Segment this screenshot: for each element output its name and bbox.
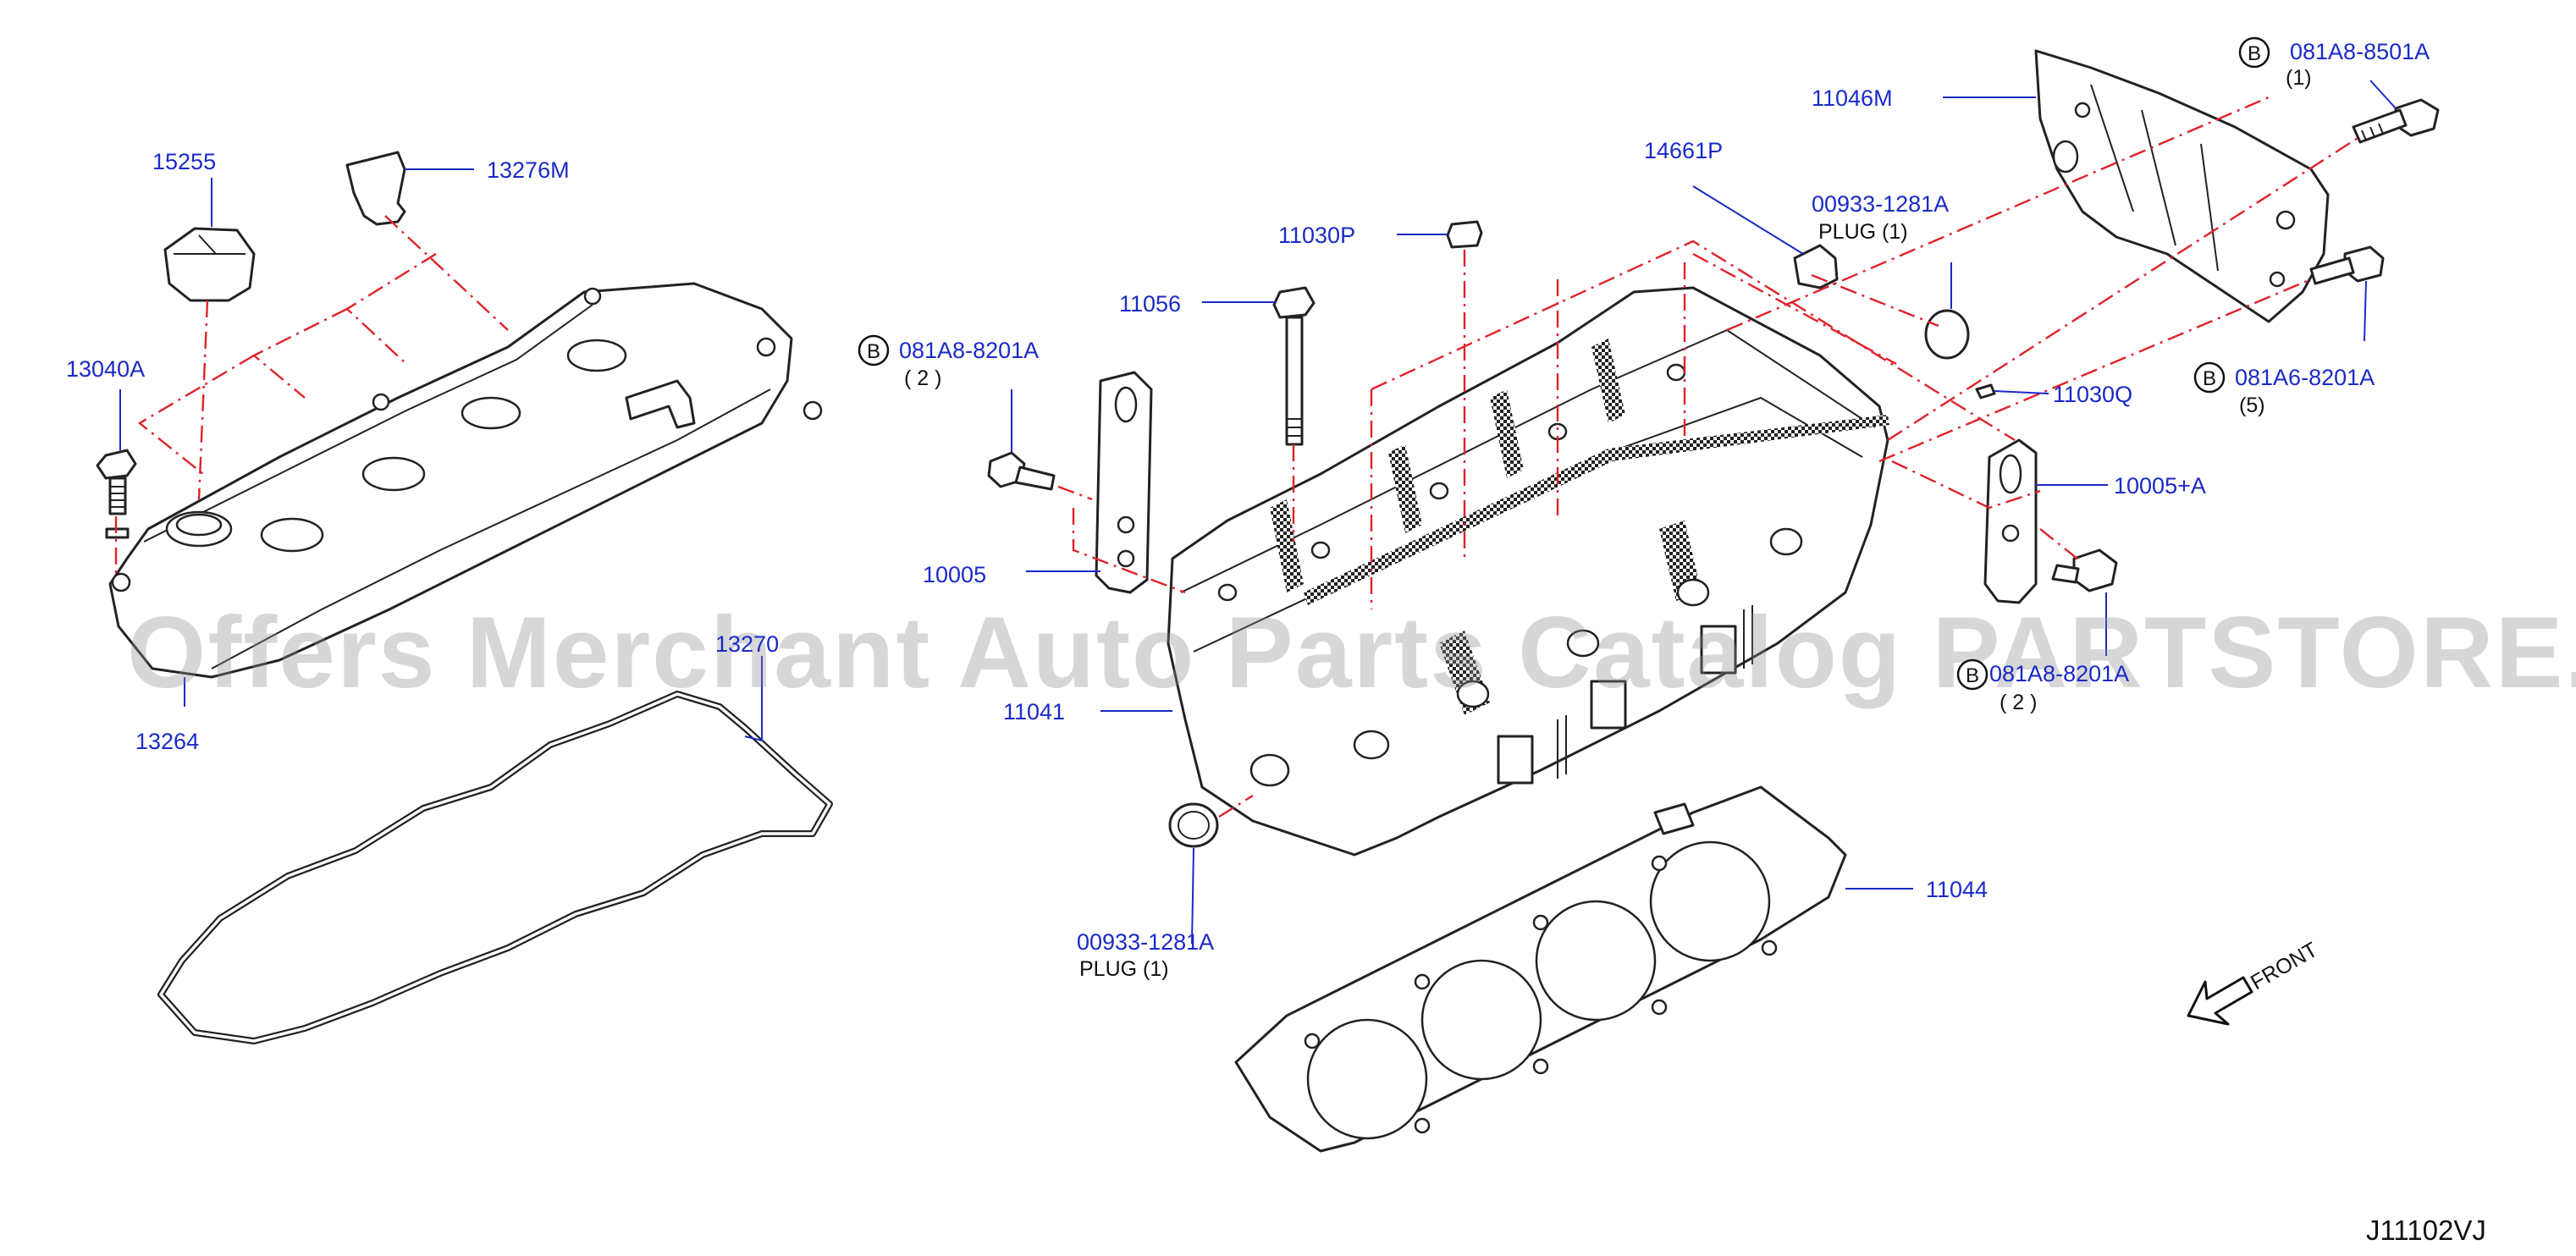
callout-15255[interactable]: 15255 bbox=[152, 149, 216, 174]
hook-bolt-front bbox=[987, 451, 1056, 491]
bracket-bolt-long bbox=[2352, 98, 2440, 144]
pcv-grommet bbox=[345, 151, 406, 226]
rocker-cover-bolt bbox=[96, 449, 137, 539]
note-qty-2-left: ( 2 ) bbox=[904, 366, 941, 390]
bolt-marker-081A8-8201A-left: B bbox=[858, 334, 890, 366]
callout-14661P[interactable]: 14661P bbox=[1644, 138, 1723, 163]
notes: PLUG (1) PLUG (1) (1) ( 2 ) (5) ( 2 ) bbox=[904, 66, 2312, 981]
callout-11030P[interactable]: 11030P bbox=[1278, 223, 1355, 248]
bolt-markers: B B B B bbox=[858, 36, 2270, 691]
sealing-cap-11030P bbox=[1446, 220, 1483, 249]
svg-text:B: B bbox=[1966, 664, 1979, 687]
note-qty-5: (5) bbox=[2239, 394, 2265, 417]
callout-00933-1281A-bottom[interactable]: 00933-1281A bbox=[1077, 929, 1214, 955]
callout-11030Q[interactable]: 11030Q bbox=[2053, 382, 2132, 407]
front-indicator: FRONT bbox=[2187, 938, 2322, 1026]
svg-text:B: B bbox=[2248, 42, 2261, 65]
callout-13276M[interactable]: 13276M bbox=[487, 157, 570, 183]
callout-081A6-8201A[interactable]: 081A6-8201A bbox=[2235, 365, 2375, 390]
note-plug-top: PLUG (1) bbox=[1818, 220, 1908, 244]
hook-bolt-rear bbox=[2051, 548, 2118, 592]
callout-10005[interactable]: 10005 bbox=[923, 562, 986, 587]
callout-081A8-8201A-right[interactable]: 081A8-8201A bbox=[1989, 661, 2129, 686]
leader-lines bbox=[119, 80, 2397, 945]
lifting-hook-front bbox=[1095, 371, 1153, 594]
lifting-hook-rear bbox=[1983, 438, 2038, 604]
diagram-reference-code: J11102VJ bbox=[2366, 1215, 2486, 1246]
head-bolt bbox=[1272, 286, 1316, 446]
callout-11041[interactable]: 11041 bbox=[1003, 699, 1065, 724]
svg-text:B: B bbox=[867, 340, 880, 363]
plug-top bbox=[1793, 244, 1970, 360]
callout-081A8-8201A-left[interactable]: 081A8-8201A bbox=[899, 338, 1039, 363]
head-gasket bbox=[1234, 785, 1847, 1153]
callout-11056[interactable]: 11056 bbox=[1119, 291, 1181, 317]
callout-labels: 15255 13276M 13040A 13264 13270 11056 11… bbox=[66, 39, 2430, 955]
callout-081A8-8501A[interactable]: 081A8-8501A bbox=[2290, 39, 2430, 64]
callout-13040A[interactable]: 13040A bbox=[66, 356, 145, 382]
callout-11046M[interactable]: 11046M bbox=[1812, 85, 1893, 111]
bolt-marker-081A8-8201A-right: B bbox=[1956, 658, 1989, 691]
rocker-cover bbox=[108, 282, 823, 679]
note-qty-1: (1) bbox=[2286, 66, 2312, 90]
cylinder-head bbox=[1167, 286, 1889, 857]
callout-13270[interactable]: 13270 bbox=[715, 631, 779, 657]
watermark: Offers Merchant Auto Parts Catalog PARTS… bbox=[127, 596, 2576, 709]
bolt-marker-081A8-8501A: B bbox=[2238, 36, 2270, 69]
bracket-bolt-short bbox=[2309, 245, 2385, 285]
oil-filler-cap bbox=[163, 227, 256, 302]
svg-text:B: B bbox=[2203, 367, 2216, 390]
plug-bottom bbox=[1168, 802, 1219, 848]
bracket-11046M bbox=[2034, 49, 2330, 323]
callout-00933-1281A-top[interactable]: 00933-1281A bbox=[1812, 191, 1949, 217]
front-arrow-icon bbox=[2187, 976, 2253, 1026]
callout-13264[interactable]: 13264 bbox=[135, 729, 199, 754]
callout-11044[interactable]: 11044 bbox=[1926, 877, 1988, 902]
note-qty-2-right: ( 2 ) bbox=[2000, 691, 2037, 714]
front-label: FRONT bbox=[2247, 938, 2322, 994]
sealing-cap-11030Q bbox=[1975, 383, 1996, 399]
bolt-marker-081A6-8201A: B bbox=[2193, 361, 2226, 394]
rocker-cover-gasket bbox=[157, 691, 833, 1044]
note-plug-bottom: PLUG (1) bbox=[1079, 957, 1169, 981]
alignment-dash-lines bbox=[114, 96, 2363, 818]
callout-10005-A[interactable]: 10005+A bbox=[2114, 473, 2206, 499]
